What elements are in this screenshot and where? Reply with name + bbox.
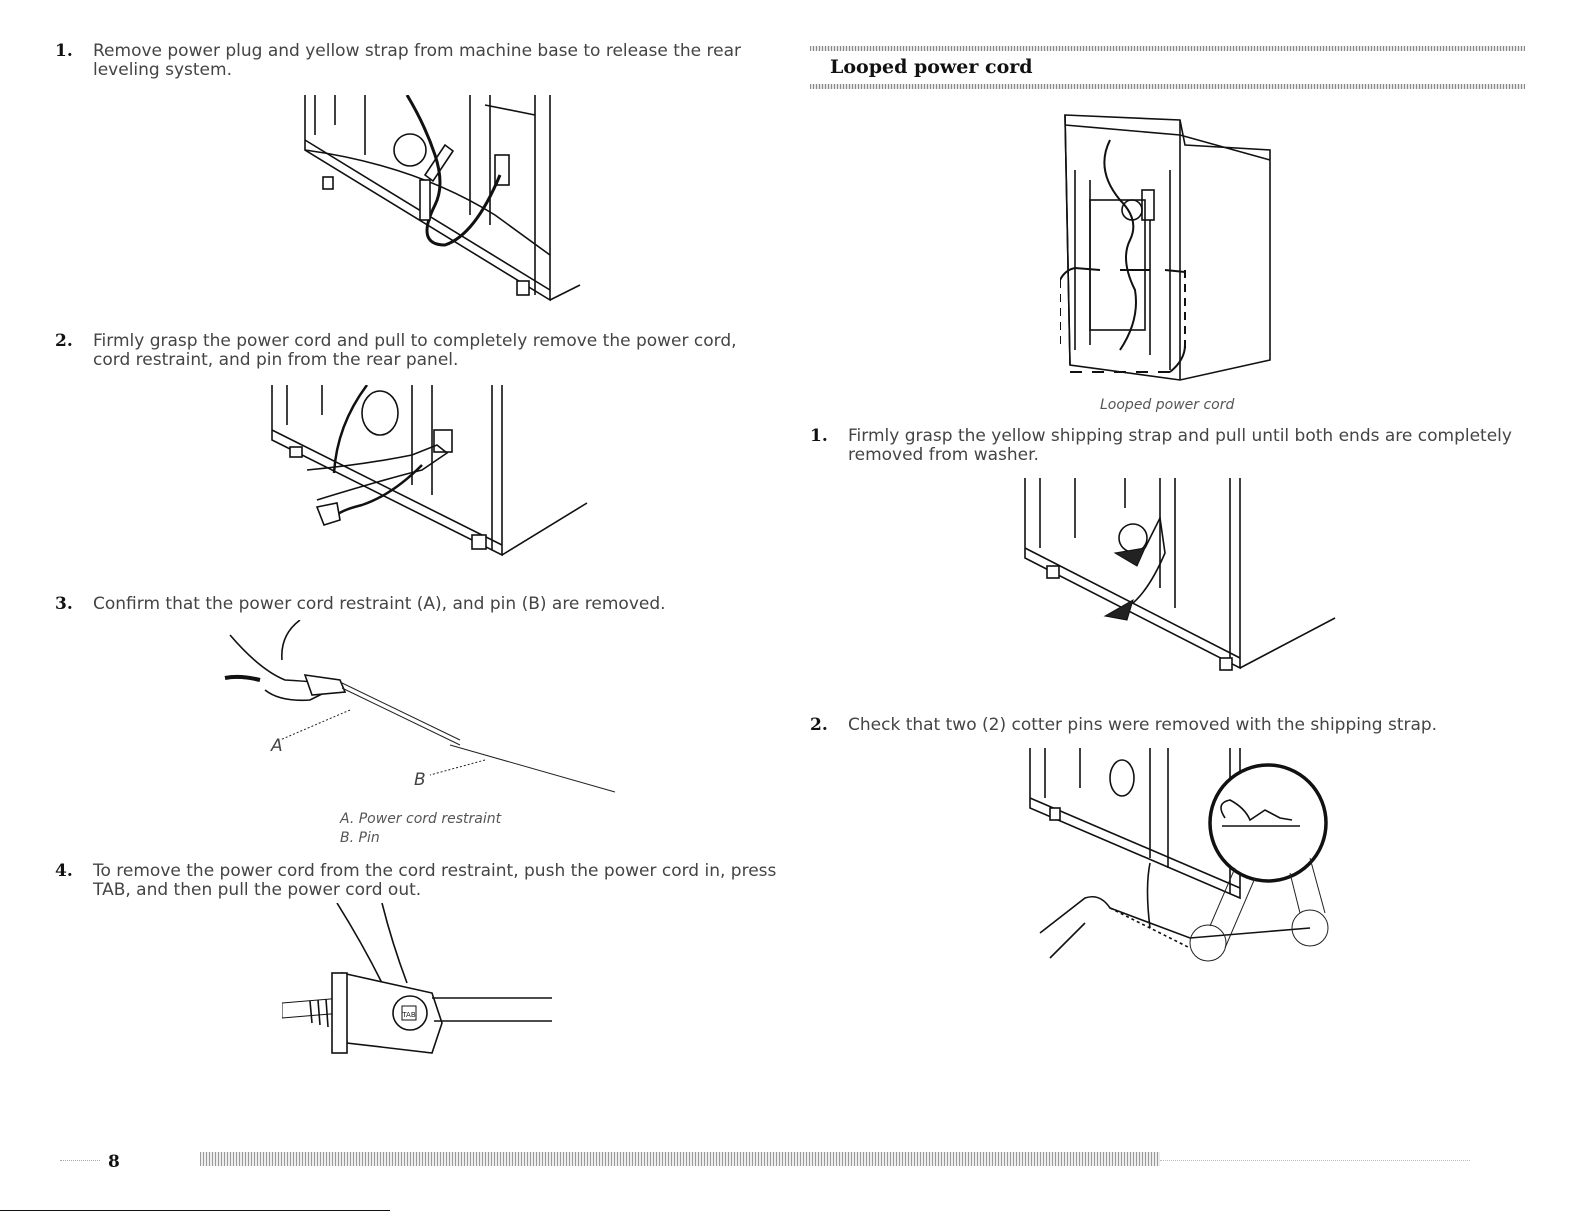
step-number: 1.	[55, 41, 73, 61]
step-number: 1.	[810, 426, 828, 446]
step-text: To remove the power cord from the cord r…	[93, 861, 777, 900]
footer-page-number: 8	[108, 1152, 120, 1172]
illustration-rear-leveling-release	[295, 95, 595, 310]
step-number: 2.	[810, 715, 828, 735]
footer-dots	[60, 1160, 100, 1161]
step-text: Check that two (2) cotter pins were remo…	[848, 715, 1438, 735]
tab-label: TAB	[401, 1011, 416, 1019]
illustration-pull-power-cord	[262, 385, 597, 560]
step-number: 2.	[55, 331, 73, 351]
heading-rule-top	[810, 46, 1525, 51]
step-number: 3.	[55, 594, 73, 614]
bottom-edge-rule	[0, 1210, 390, 1211]
label-a: A	[271, 736, 283, 756]
caption-b-pin: B. Pin	[340, 830, 380, 846]
heading-rule-bottom	[810, 84, 1525, 89]
illustration-check-cotter-pins	[1010, 748, 1340, 963]
step-number: 4.	[55, 861, 73, 881]
step-text: Firmly grasp the yellow shipping strap a…	[848, 426, 1512, 465]
illustration-restraint-and-pin	[220, 620, 620, 800]
section-heading: Looped power cord	[830, 56, 1033, 78]
step-text: Firmly grasp the power cord and pull to …	[93, 331, 737, 370]
caption-a-restraint: A. Power cord restraint	[340, 811, 502, 827]
footer-rule	[200, 1152, 1160, 1166]
illustration-looped-power-cord	[1060, 110, 1280, 390]
step-text: Remove power plug and yellow strap from …	[93, 41, 742, 80]
looped-cord-caption: Looped power cord	[1100, 397, 1235, 413]
illustration-pull-shipping-strap	[1015, 478, 1340, 678]
label-b: B	[414, 770, 426, 790]
step-text: Confirm that the power cord restraint (A…	[93, 594, 666, 614]
illustration-press-tab: TAB	[282, 903, 557, 1073]
footer-dots-right	[1160, 1160, 1470, 1161]
